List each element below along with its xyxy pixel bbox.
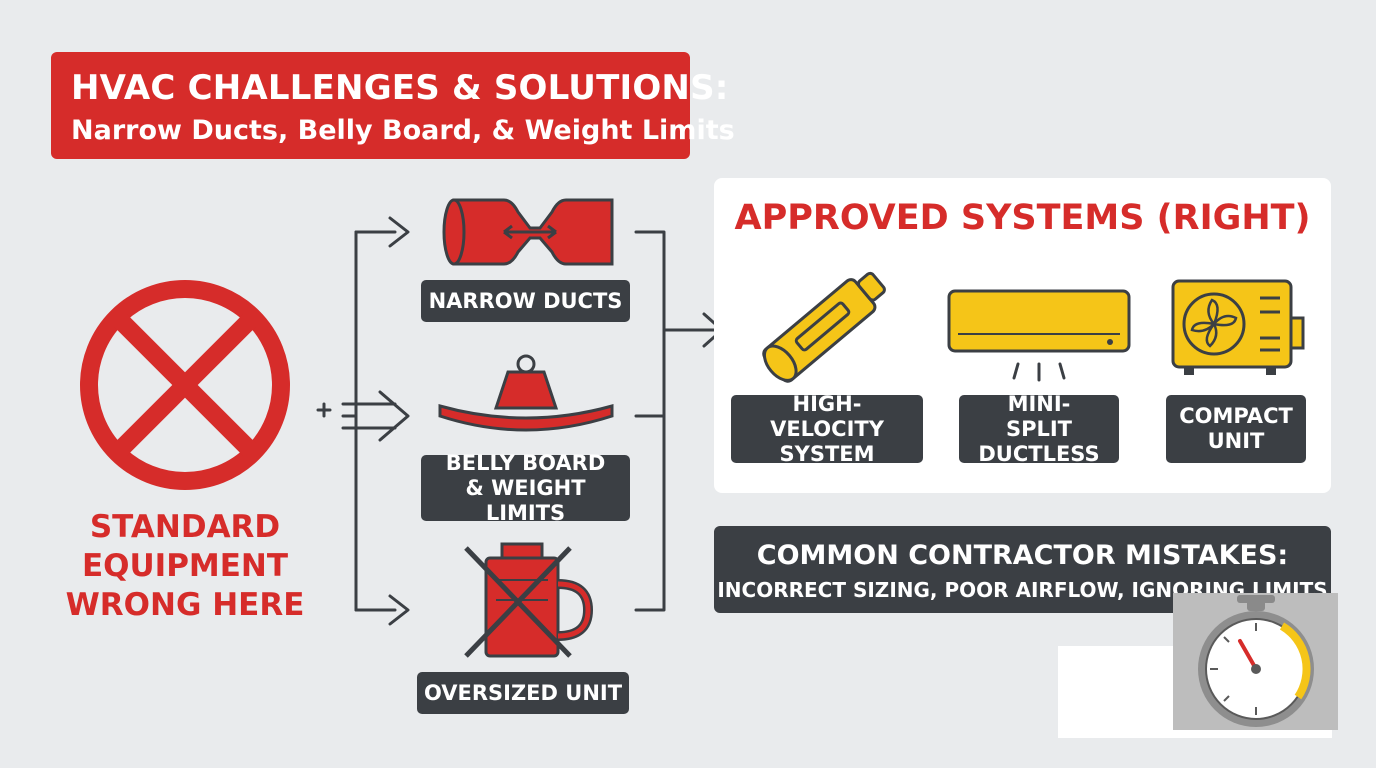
narrow-duct-icon [442,198,614,266]
compact-condenser-icon [1171,279,1305,375]
prohibited-x-icon [80,280,290,490]
approved-systems-title: APPROVED SYSTEMS (RIGHT) [734,198,1311,238]
page-subtitle: Narrow Ducts, Belly Board, & Weight Limi… [71,115,735,146]
standard-equipment-label: STANDARD EQUIPMENT WRONG HERE [40,508,330,625]
tag-belly-board: BELLY BOARD & WEIGHT LIMITS [421,451,630,525]
tag-compact-unit: COMPACT UNIT [1166,395,1306,463]
crossed-out-unit-icon [464,542,594,658]
tag-mini-split: MINI-SPLIT DUCTLESS [959,392,1119,466]
standard-line-3: WRONG HERE [65,587,305,623]
mistakes-title: COMMON CONTRACTOR MISTAKES: [756,540,1289,571]
stopwatch-gauge-icon [1198,595,1314,727]
high-velocity-tube-icon [762,271,886,383]
tag-high-velocity: HIGH-VELOCITY SYSTEM [731,392,923,466]
page-title: HVAC CHALLENGES & SOLUTIONS: [71,68,729,108]
standard-line-1: STANDARD [89,509,281,545]
mini-split-icon [947,289,1131,382]
weight-on-board-icon [438,354,614,432]
standard-line-2: EQUIPMENT [81,548,289,584]
tag-narrow-ducts: NARROW DUCTS [421,280,630,322]
tag-oversized-unit: OVERSIZED UNIT [417,672,629,714]
title-banner: HVAC CHALLENGES & SOLUTIONS: Narrow Duct… [51,52,735,159]
